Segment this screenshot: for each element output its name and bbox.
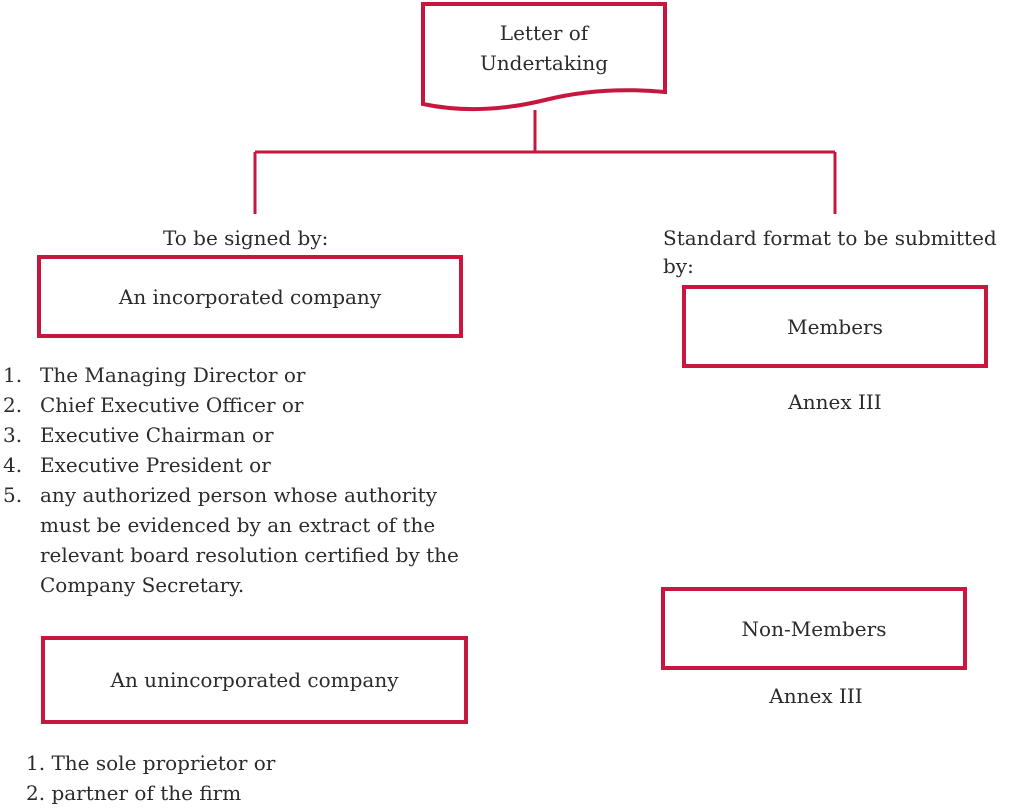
- list-item: 1. The sole proprietor or: [26, 748, 426, 778]
- incorporated-company-label: An incorporated company: [118, 284, 382, 309]
- members-annex: Annex III: [788, 390, 882, 414]
- document-shape: [421, 2, 667, 112]
- list-item-text: Executive President or: [40, 453, 271, 477]
- members-label: Members: [787, 314, 883, 339]
- list-item-text: The sole proprietor or: [51, 751, 276, 775]
- list-item: 4. Executive President or: [0, 450, 500, 480]
- non-members-annex: Annex III: [769, 684, 863, 708]
- list-item-number: 5.: [3, 483, 23, 507]
- right-heading-line1: Standard format to be submitted: [663, 226, 997, 250]
- right-heading: Standard format to be submitted by:: [663, 224, 1008, 280]
- non-members-label: Non-Members: [741, 616, 887, 641]
- list-item-number: 1.: [3, 363, 23, 387]
- list-item-text-line: must be evidenced by an extract of the: [40, 513, 436, 537]
- unincorporated-company-label: An unincorporated company: [110, 668, 399, 692]
- list-item-number: 3.: [3, 423, 23, 447]
- left-heading: To be signed by:: [163, 226, 329, 250]
- list-item: 2. Chief Executive Officer or: [0, 390, 500, 420]
- list-item-number: 2.: [3, 393, 23, 417]
- list-item-text: partner of the firm: [51, 781, 242, 805]
- root-title-line1: Letter of: [499, 21, 589, 45]
- right-heading-line2: by:: [663, 254, 694, 278]
- root-title-line2: Undertaking: [479, 51, 609, 75]
- list-item-text-line: any authorized person whose authority: [40, 483, 438, 507]
- root-node: Letter of Undertaking: [423, 18, 665, 78]
- list-item-text: The Managing Director or: [40, 363, 306, 387]
- members-box: Members: [682, 285, 988, 368]
- unincorporated-company-box: An unincorporated company: [41, 636, 468, 724]
- incorporated-company-box: An incorporated company: [37, 255, 463, 338]
- unincorporated-signatory-list: 1. The sole proprietor or 2. partner of …: [26, 748, 426, 808]
- list-item: 1. The Managing Director or: [0, 360, 500, 390]
- list-item-number: 2.: [26, 781, 46, 805]
- incorporated-signatory-list: 1. The Managing Director or 2. Chief Exe…: [0, 360, 500, 600]
- list-item: 3. Executive Chairman or: [0, 420, 500, 450]
- list-item-text-line: Company Secretary.: [40, 573, 245, 597]
- list-item-text: Chief Executive Officer or: [40, 393, 304, 417]
- list-item-text: Executive Chairman or: [40, 423, 274, 447]
- non-members-box: Non-Members: [661, 587, 967, 670]
- list-item: 5. any authorized person whose authority…: [0, 480, 500, 600]
- list-item-number: 1.: [26, 751, 46, 775]
- list-item-text-line: relevant board resolution certified by t…: [40, 543, 459, 567]
- list-item-number: 4.: [3, 453, 23, 477]
- list-item: 2. partner of the firm: [26, 778, 426, 808]
